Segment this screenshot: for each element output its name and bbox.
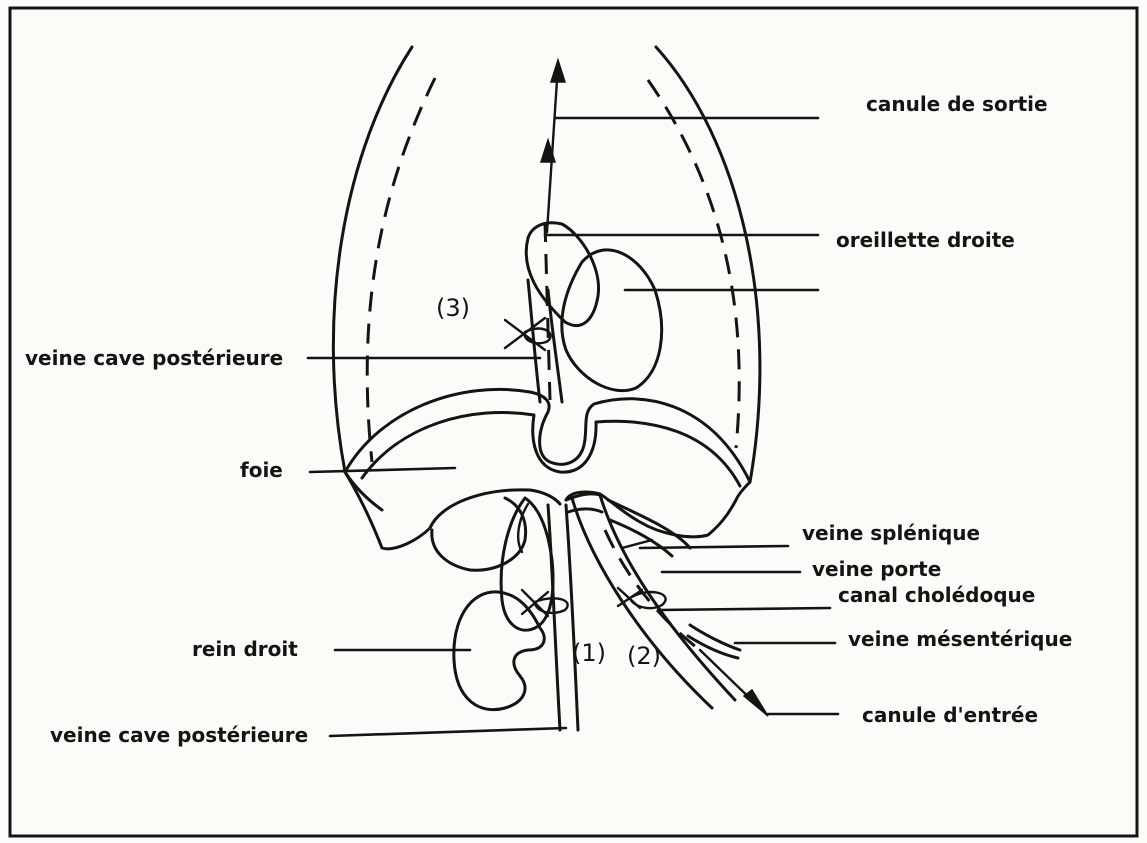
inlet-cannula-arrowhead xyxy=(744,690,768,716)
label-veine-cave-posterieure-haut: veine cave postérieure xyxy=(25,346,283,370)
body-wall-right-dashed xyxy=(648,80,739,448)
mesenteric-vein xyxy=(688,625,740,658)
portal-vein-hilum xyxy=(566,494,602,512)
portal-vein-left-wall xyxy=(572,498,712,708)
vena-cava-abdominal-right-wall xyxy=(566,505,578,730)
label-veine-porte: veine porte xyxy=(812,557,941,581)
right-ventricle xyxy=(562,250,662,391)
leader-veine-cave-posterieure-bas xyxy=(330,728,566,736)
marker-1: (1) xyxy=(572,639,606,667)
liver-lower-right-lobe xyxy=(566,492,736,537)
marker-2: (2) xyxy=(627,642,661,670)
ligature-3 xyxy=(505,318,551,350)
liver-inner-outline xyxy=(362,413,740,486)
label-rein-droit: rein droit xyxy=(192,637,298,661)
label-canule-de-sortie: canule de sortie xyxy=(866,92,1048,116)
label-canal-choledoque: canal cholédoque xyxy=(838,583,1035,607)
label-veine-cave-posterieure-bas: veine cave postérieure xyxy=(50,723,308,747)
vena-cava-abdominal-left-wall xyxy=(548,505,560,730)
label-canule-d-entree: canule d'entrée xyxy=(862,703,1038,727)
marker-3: (3) xyxy=(436,294,470,322)
outlet-cannula-arrowhead-top xyxy=(551,60,565,82)
label-veine-splenique: veine splénique xyxy=(802,521,980,545)
leader-canal-choledoque xyxy=(658,608,830,610)
label-foie: foie xyxy=(240,458,283,482)
label-oreillette-droite: oreillette droite xyxy=(836,228,1015,252)
leader-foie xyxy=(310,468,455,472)
label-veine-mesenterique: veine mésentérique xyxy=(848,627,1072,651)
liver-lower-left-lobe xyxy=(345,472,560,549)
